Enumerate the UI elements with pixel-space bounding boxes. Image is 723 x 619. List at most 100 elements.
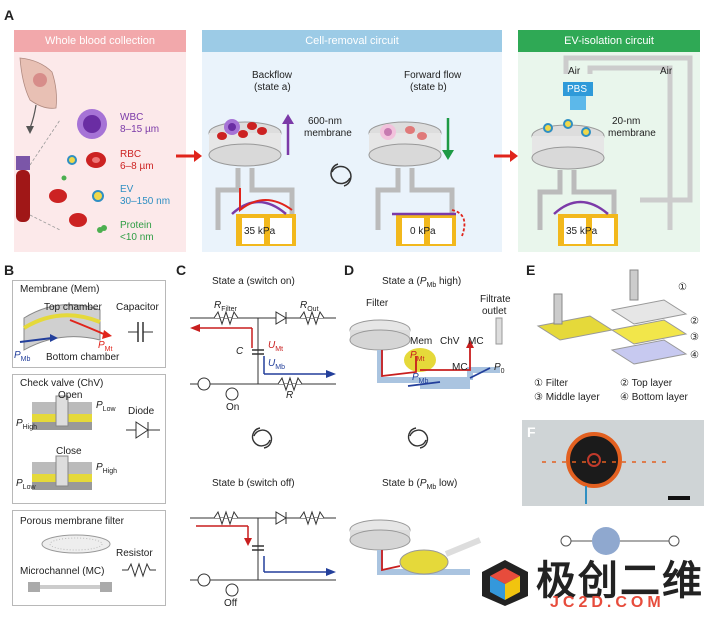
backflow-label: Backflow (252, 70, 293, 81)
p0-subscript: 0 (500, 368, 505, 375)
wbc-size: 8–15 µm (120, 124, 160, 135)
chv-label: ChV (440, 336, 460, 347)
check-valve-open-icon (32, 395, 92, 430)
state-a-pmb-symbol: P (419, 276, 427, 287)
r-symbol: R (286, 390, 294, 401)
pmb-label: PMb (14, 350, 30, 363)
section-a-drawing (16, 55, 693, 246)
pressure-0kpa: 0 kPa (410, 226, 436, 237)
protein-size: <10 nm (120, 232, 154, 243)
cycle-icon-c (251, 427, 273, 449)
phigh-symbol-2: P (96, 462, 103, 473)
diode-label: Diode (128, 406, 155, 417)
pmb-label-d: PMb (412, 372, 428, 385)
panel-letter-f: F (527, 424, 536, 440)
capacitor-icon (128, 322, 153, 342)
state-a-pmb-prefix: State a ( (382, 276, 420, 287)
membrane-20-label: 20-nm (612, 116, 641, 127)
state-a-pmb-high: State a (PMb high) (382, 276, 461, 289)
state-a-switch-on: State a (switch on) (212, 276, 295, 287)
ev-size: 30–150 nm (120, 196, 171, 207)
membrane-600-label: 600-nm (308, 116, 342, 127)
u-mb-symbol: U (268, 358, 276, 369)
r-label: R (286, 390, 293, 401)
state-b-label: (state b) (410, 82, 447, 93)
microchannel-label: Microchannel (MC) (20, 566, 105, 577)
p0-symbol: P (494, 362, 501, 373)
plow-symbol: P (96, 400, 103, 411)
c-label: C (236, 346, 243, 357)
layer-num-2: ② (690, 316, 699, 327)
pbs-label: PBS (567, 84, 588, 95)
wbc-cell-icon (77, 109, 107, 139)
r-out-subscript: Out (307, 306, 319, 313)
chip-ev-isolation (531, 55, 693, 246)
watermark-english: JC2D.COM (550, 594, 665, 611)
assembled-chip-icon (536, 293, 614, 341)
pmb-symbol-d: P (412, 372, 419, 383)
cycle-icon-d (407, 427, 429, 449)
phigh-label-open: PHigh (16, 418, 37, 431)
layer-legend-top: ② Top layer (620, 378, 673, 389)
capacitor-label: Capacitor (116, 302, 159, 313)
plow-subscript: Low (102, 406, 116, 413)
u-mb-label: UMb (268, 358, 285, 371)
forward-flow-arrow-icon (442, 118, 454, 160)
watermark-logo-icon (482, 560, 528, 606)
off-label: Off (224, 598, 238, 609)
close-label: Close (56, 446, 82, 457)
state-b-pmb-symbol: P (419, 478, 427, 489)
state-b-switch-off: State b (switch off) (212, 478, 295, 489)
microchannel-icon (28, 582, 112, 592)
r-filter-symbol: R (214, 300, 222, 311)
pmt-label-d: PMt (410, 350, 424, 363)
circuit-state-a (190, 310, 336, 401)
layer-legend-filter: ① Filter (534, 378, 568, 389)
r-out-label: ROut (300, 300, 319, 313)
panel-letter-b: B (4, 262, 15, 278)
forward-flow-label: Forward flow (404, 70, 462, 81)
protein-icon (61, 175, 107, 233)
layer-num-1: ① (678, 282, 687, 293)
pressure-35kpa-ev: 35 kPa (566, 226, 598, 237)
layer-num-3: ③ (690, 332, 699, 343)
r-filter-label: RFilter (214, 300, 237, 313)
blood-collection-header: Whole blood collection (14, 30, 186, 52)
mem-label: Mem (410, 336, 433, 347)
mc-label-2: MC (452, 362, 468, 373)
membrane-chamber-icon (19, 304, 112, 351)
section-b-drawing (19, 304, 160, 592)
device-state-a (349, 317, 503, 389)
phigh-symbol: P (16, 418, 23, 429)
protein-label: Protein (120, 220, 152, 231)
u-mt-symbol: U (268, 340, 276, 351)
flow-arrow-icon (176, 150, 518, 162)
resistor-icon (122, 562, 156, 578)
pmb-symbol: P (14, 350, 21, 361)
plow-label-close: PLow (16, 478, 36, 491)
air-label-1: Air (568, 66, 581, 77)
mini-device-diagram (560, 527, 680, 555)
r-filter-subscript: Filter (221, 306, 237, 313)
u-mt-subscript: Mt (275, 346, 284, 353)
ev-label: EV (120, 184, 134, 195)
device-3d-drawing (349, 317, 503, 575)
ev-isolation-header: EV-isolation circuit (518, 30, 700, 52)
open-label: Open (58, 390, 83, 401)
outlet-label: outlet (482, 306, 507, 317)
pmb-subscript-d: Mb (418, 378, 429, 385)
device-state-b (349, 519, 482, 575)
circuit-diagram (190, 310, 336, 597)
membrane-600-label-2: membrane (304, 128, 352, 139)
chip-state-b (368, 121, 466, 246)
membrane-20-label-2: membrane (608, 128, 656, 139)
pmt-label: PMt (98, 340, 112, 353)
layer-num-4: ④ (690, 350, 699, 361)
pmt-symbol-d: P (410, 350, 417, 361)
state-a-pmb-suffix: high) (436, 276, 462, 287)
check-valve-close-icon (32, 455, 92, 490)
pmt-subscript: Mt (104, 346, 113, 353)
state-b-pmb-prefix: State b ( (382, 478, 420, 489)
p0-label: P0 (494, 362, 505, 375)
u-mb-subscript: Mb (275, 364, 285, 371)
